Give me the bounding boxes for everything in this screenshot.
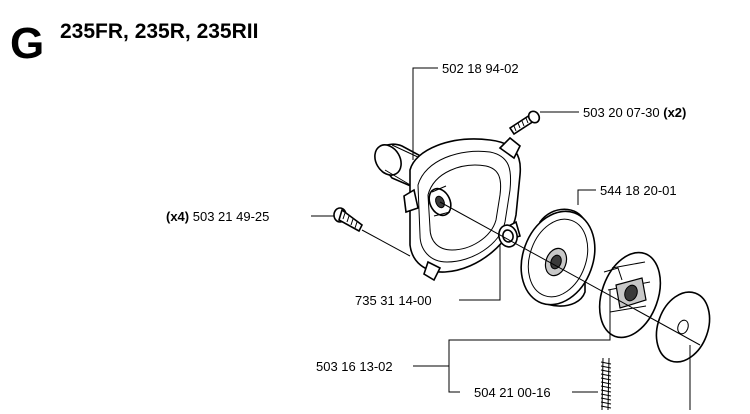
drive-plate-drawing xyxy=(655,291,711,363)
part-number-label: 503 20 07-30 (x2) xyxy=(583,105,686,120)
part-number-label: 503 16 13-02 xyxy=(316,359,393,374)
assembly-axis xyxy=(439,201,701,346)
part-number-label: 502 18 94-02 xyxy=(442,61,519,76)
quantity-label: (x4) xyxy=(166,209,189,224)
clutch-shoes-drawing xyxy=(598,251,662,339)
leader-503-16-13-02-branch xyxy=(448,366,460,393)
part-number-label: 735 31 14-00 xyxy=(355,293,432,308)
leader-544-18-20-01 xyxy=(577,189,596,205)
page-title: 235FR, 235R, 235RII xyxy=(60,20,258,43)
part-number-label: 544 18 20-01 xyxy=(600,183,677,198)
leader-735-31-14-00 xyxy=(459,245,501,301)
leader-502-18-94-02 xyxy=(412,67,438,160)
leader-503-16-13-02 xyxy=(413,290,611,367)
part-number-label: 504 21 00-16 xyxy=(474,385,551,400)
section-letter: G xyxy=(10,19,44,68)
housing-screw-drawing xyxy=(508,110,541,136)
spring-drawing xyxy=(600,357,612,411)
gear-housing-drawing xyxy=(374,136,522,282)
screw-axis-line xyxy=(361,229,411,257)
clutch-drum-drawing xyxy=(520,208,596,307)
drum-screw-drawing xyxy=(333,207,364,233)
part-number-label: (x4) 503 21 49-25 xyxy=(166,209,269,224)
quantity-label: (x2) xyxy=(663,105,686,120)
